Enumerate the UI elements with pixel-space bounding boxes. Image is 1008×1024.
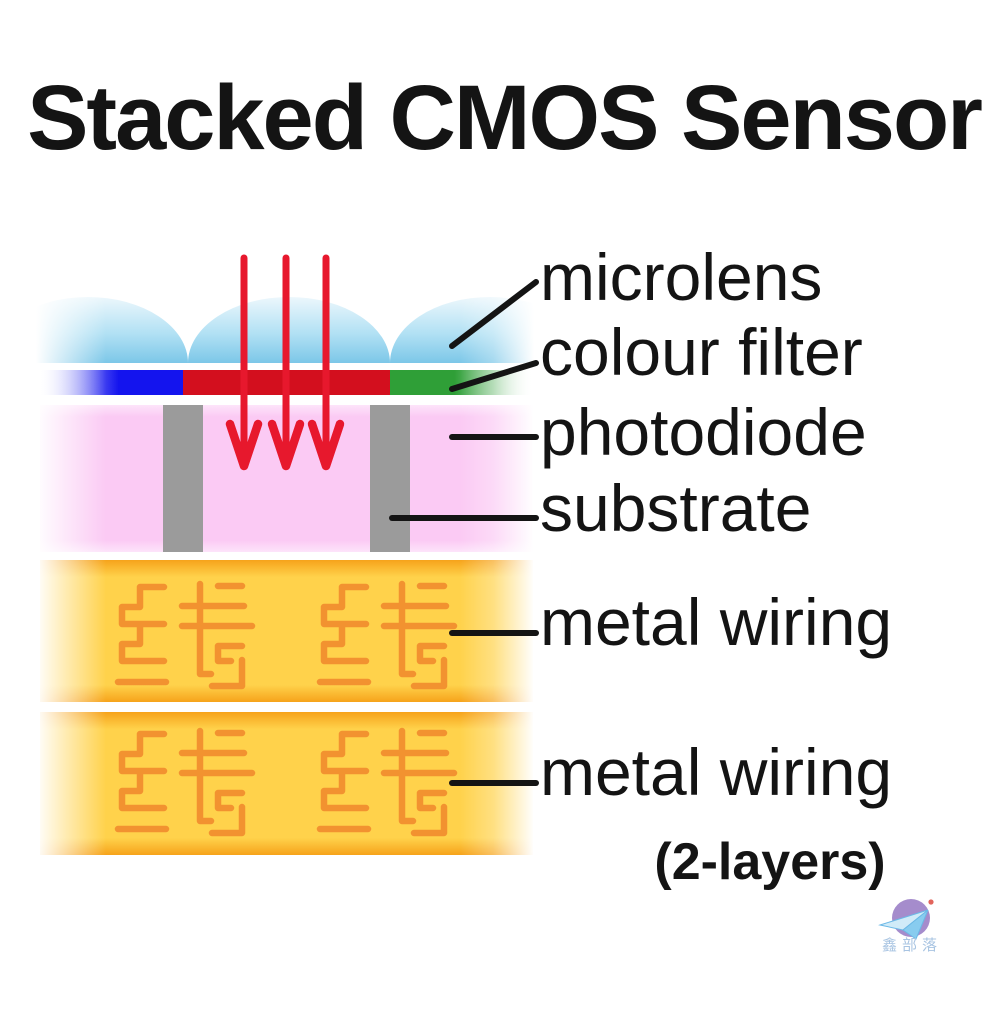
colour-filter-leader-line	[449, 360, 539, 392]
label-photodiode: photodiode	[540, 395, 867, 469]
watermark-dot	[928, 899, 934, 905]
light-arrows	[225, 254, 345, 471]
watermark-text: 鑫部落	[881, 937, 942, 954]
label-colour-filter: colour filter	[540, 315, 863, 389]
microlens-leader-line	[449, 279, 539, 349]
right-edge-fade	[460, 240, 534, 870]
label-metal-wiring-bottom: metal wiring	[540, 735, 893, 809]
label-metal-wiring-top: metal wiring	[540, 585, 893, 659]
label-microlens: microlens	[540, 240, 823, 314]
label-substrate: substrate	[540, 471, 812, 545]
light-arrow	[225, 254, 263, 471]
substrate-bar-right	[370, 405, 410, 552]
light-arrow	[307, 254, 345, 471]
label-two-layers-note: (2-layers)	[654, 833, 886, 891]
substrate-bar-left	[163, 405, 203, 552]
page-title: Stacked CMOS Sensor	[27, 67, 983, 169]
watermark-logo	[878, 899, 934, 940]
left-edge-fade	[36, 240, 106, 870]
light-arrow	[267, 254, 305, 471]
paper-plane-icon	[878, 909, 929, 940]
